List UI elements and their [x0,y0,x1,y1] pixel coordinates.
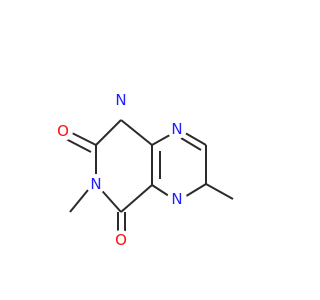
atom-label-layer: N N N N O O [53,90,187,250]
atom-n1: N [111,90,131,110]
bond-layer [65,90,234,232]
atom-o4-label: O [115,231,127,249]
atom-n5-background [167,189,187,209]
atom-n3: N [86,174,106,194]
atom-n8-label: N [171,120,182,138]
bond-n8-c7-b [180,137,202,151]
bond-n1-c2 [95,119,122,146]
bond-n3-methyl [69,189,89,213]
atom-n1-label: N [115,91,126,109]
molecule-structure: N N N N O O [53,90,234,250]
atom-o2-background [53,121,73,141]
atom-o2: O [53,121,73,141]
atom-o4-background [111,230,131,250]
bond-c8a-n1 [120,119,153,146]
bond-c4-c4a [120,184,153,213]
atom-o2-label: O [57,122,69,140]
atom-n5: N [167,189,187,209]
bond-c6-methyl [205,183,234,200]
atom-n8: N [167,119,187,139]
atom-n5-label: N [171,190,182,208]
atom-n3-label: N [90,175,101,193]
atom-n8-background [167,119,187,139]
atom-n1-background [111,90,131,110]
atom-n3-background [86,174,106,194]
bond-c6-n5 [182,183,207,199]
bond-c2-o2-b [65,138,92,153]
atom-o4: O [111,230,131,250]
